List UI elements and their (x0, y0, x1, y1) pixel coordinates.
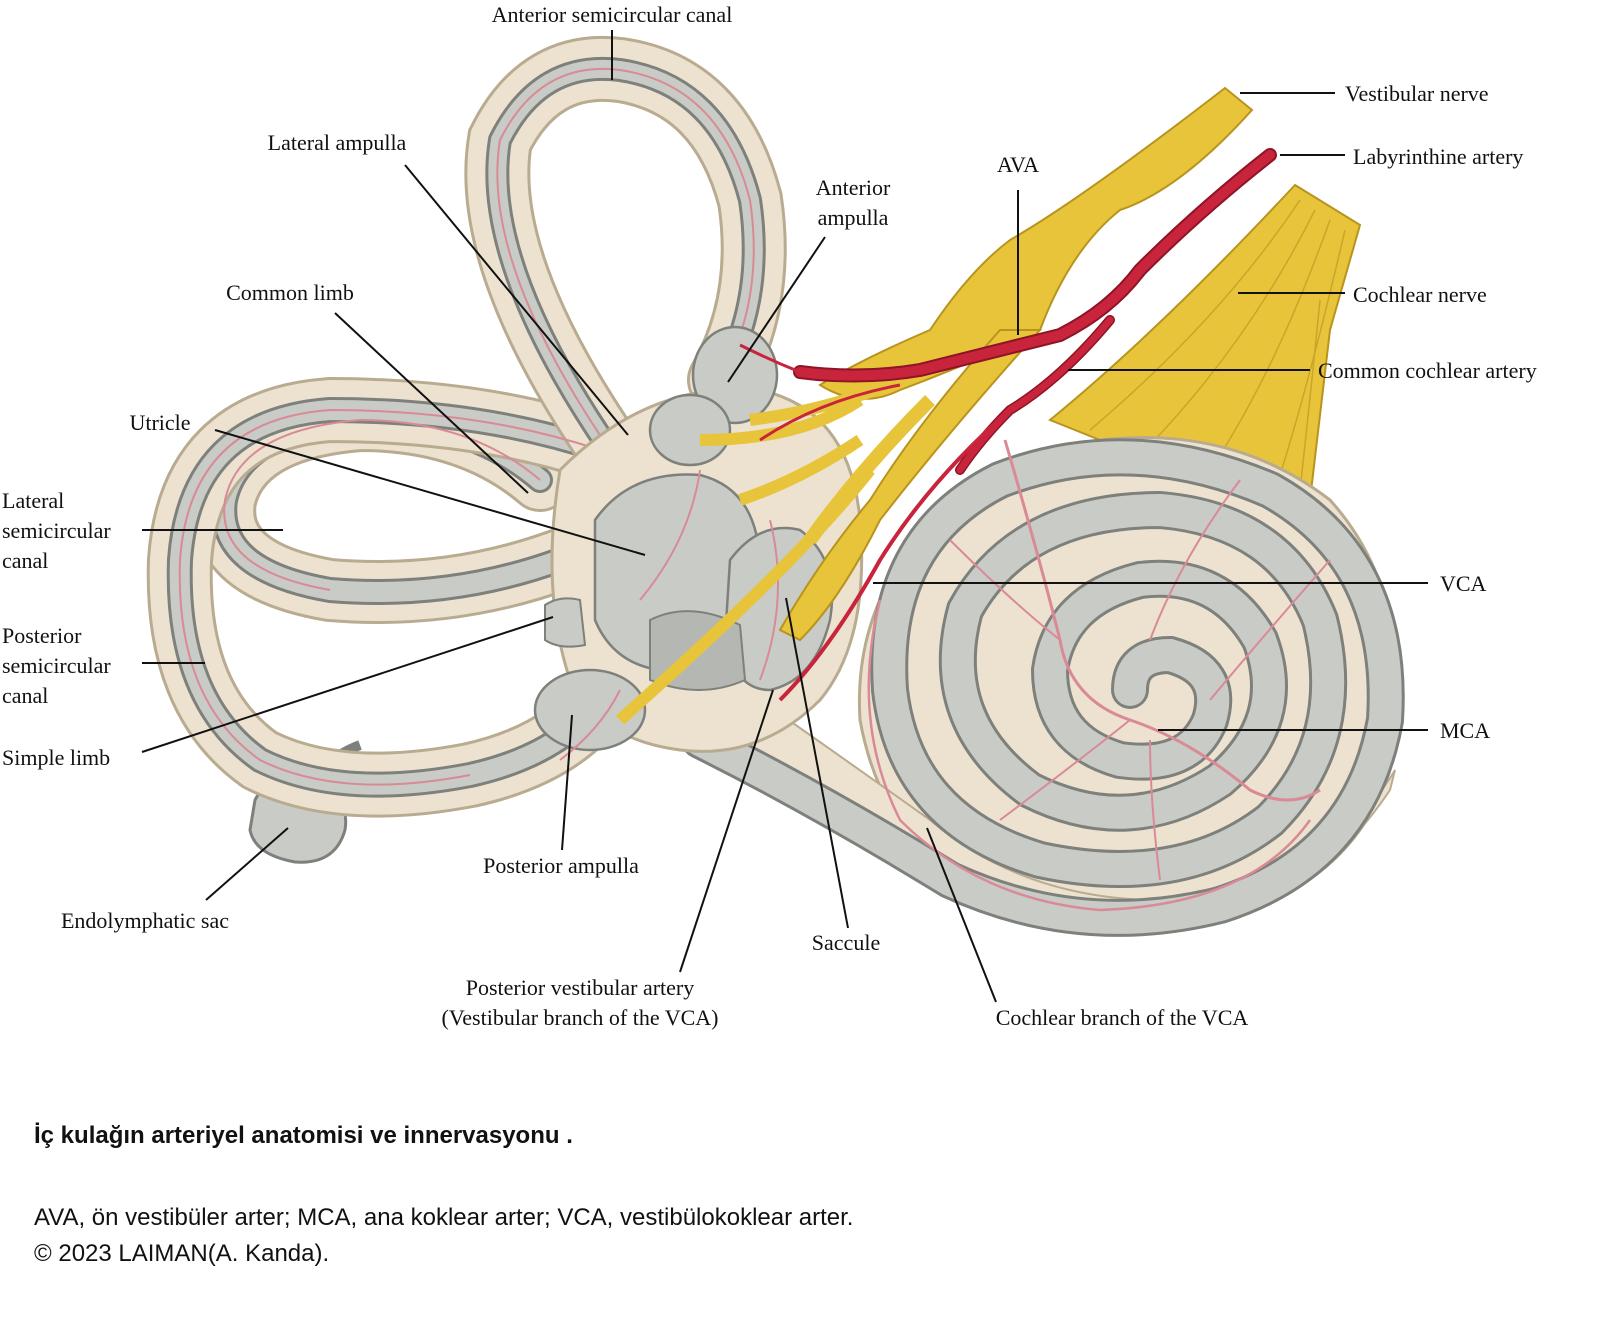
label-posterior-semicircular-canal-3: canal (2, 683, 48, 708)
label-anterior-semicircular-canal: Anterior semicircular canal (492, 2, 733, 27)
label-posterior-vestibular-artery-2: (Vestibular branch of the VCA) (442, 1005, 719, 1030)
leader-lines (141, 30, 1428, 1003)
leader-utricle (214, 429, 646, 556)
label-saccule: Saccule (812, 930, 880, 955)
label-vestibular-nerve: Vestibular nerve (1345, 81, 1489, 106)
label-utricle: Utricle (129, 410, 190, 435)
cochlea (681, 436, 1405, 937)
illustration (146, 35, 1405, 937)
label-lateral-semicircular-canal-3: canal (2, 548, 48, 573)
label-cochlear-nerve: Cochlear nerve (1353, 282, 1487, 307)
label-ava: AVA (997, 152, 1039, 177)
caption-copyright: © 2023 LAIMAN(A. Kanda). (34, 1240, 330, 1267)
arteries (739, 148, 1277, 702)
label-common-limb: Common limb (226, 280, 354, 305)
label-posterior-vestibular-artery-1: Posterior vestibular artery (466, 975, 695, 1000)
label-vca: VCA (1440, 571, 1487, 596)
label-posterior-semicircular-canal-1: Posterior (2, 623, 82, 648)
leader-anterior-ampulla (727, 236, 826, 383)
label-labyrinthine-artery: Labyrinthine artery (1353, 144, 1523, 169)
leader-endolymphatic-sac (205, 827, 289, 901)
label-posterior-ampulla: Posterior ampulla (483, 853, 639, 878)
cochlear-nerve-shape (1048, 183, 1362, 502)
labels: Anterior semicircular canal Lateral ampu… (2, 2, 1537, 1030)
label-lateral-semicircular-canal-1: Lateral (2, 488, 64, 513)
label-anterior-ampulla-1: Anterior (816, 175, 891, 200)
semicircular-canals (146, 35, 787, 818)
label-endolymphatic-sac: Endolymphatic sac (61, 908, 229, 933)
leader-saccule (785, 597, 849, 929)
label-mca: MCA (1440, 718, 1490, 743)
caption-title: İç kulağın arteriyel anatomisi ve innerv… (34, 1122, 573, 1149)
label-simple-limb: Simple limb (2, 745, 110, 770)
label-cochlear-branch-vca: Cochlear branch of the VCA (996, 1005, 1249, 1030)
leader-simple-limb (141, 616, 554, 753)
label-posterior-semicircular-canal-2: semicircular (2, 653, 111, 678)
leader-posterior-vestibular-artery (679, 689, 774, 973)
label-lateral-semicircular-canal-2: semicircular (2, 518, 111, 543)
caption-abbreviations: AVA, ön vestibüler arter; MCA, ana kokle… (34, 1204, 854, 1231)
label-common-cochlear-artery: Common cochlear artery (1318, 358, 1537, 383)
leader-posterior-ampulla (561, 714, 573, 851)
leader-cochlear-branch-vca (926, 827, 997, 1003)
vestibular-nerve-shape (616, 86, 1254, 725)
leader-lateral-ampulla (404, 164, 629, 436)
leader-common-limb (334, 312, 529, 494)
label-anterior-ampulla-2: ampulla (818, 205, 889, 230)
label-lateral-ampulla: Lateral ampulla (268, 130, 407, 155)
